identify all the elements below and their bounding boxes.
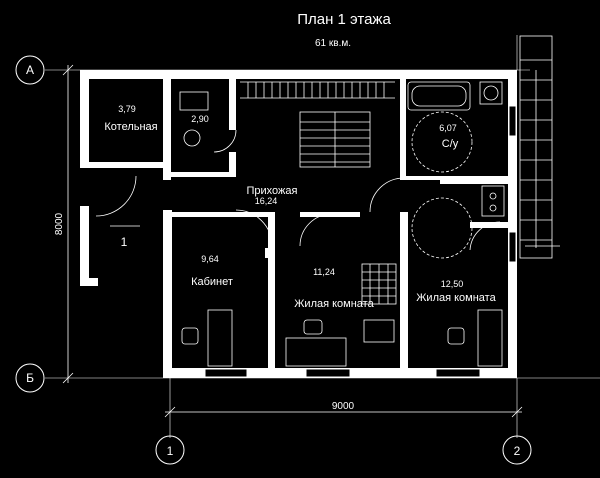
section-mark-label: 1 — [121, 235, 128, 249]
outer-walls — [80, 70, 517, 378]
axis-label-a: А — [26, 63, 34, 77]
plan-title: План 1 этажа — [297, 11, 391, 28]
axis-bubble-b: Б — [15, 363, 45, 393]
room-area-living-2: 12,50 — [441, 279, 464, 289]
room-name-living-1: Жилая комната — [294, 298, 374, 310]
dimension-height — [62, 64, 74, 384]
room-area-study: 9,64 — [201, 254, 219, 264]
room-area-wc: 2,90 — [191, 114, 209, 124]
windows — [204, 105, 517, 378]
room-area-bathroom: 6,07 — [439, 123, 457, 133]
plan-total-area: 61 кв.м. — [315, 38, 351, 49]
axis-bubble-1: 1 — [155, 435, 185, 465]
dimension-height-label: 8000 — [54, 212, 65, 235]
axis-label-1: 1 — [167, 444, 174, 458]
room-area-living-1: 11,24 — [313, 267, 335, 277]
axis-bubble-2: 2 — [502, 435, 532, 465]
room-name-boiler: Котельная — [104, 121, 157, 133]
room-name-study: Кабинет — [191, 276, 233, 288]
room-name-bathroom: С/у — [442, 138, 459, 150]
interior-walls — [89, 70, 508, 368]
axis-bubble-a: А — [15, 55, 45, 85]
dimension-width-label: 9000 — [332, 401, 355, 412]
axis-label-b: Б — [26, 371, 34, 385]
room-area-boiler: 3,79 — [118, 104, 136, 114]
room-name-living-2: Жилая комната — [416, 292, 496, 304]
dimension-width — [164, 406, 523, 418]
axis-label-2: 2 — [514, 444, 521, 458]
room-name-hall: Прихожая — [247, 185, 298, 197]
fixtures — [95, 35, 560, 367]
room-area-hall: 16,24 — [255, 196, 278, 206]
